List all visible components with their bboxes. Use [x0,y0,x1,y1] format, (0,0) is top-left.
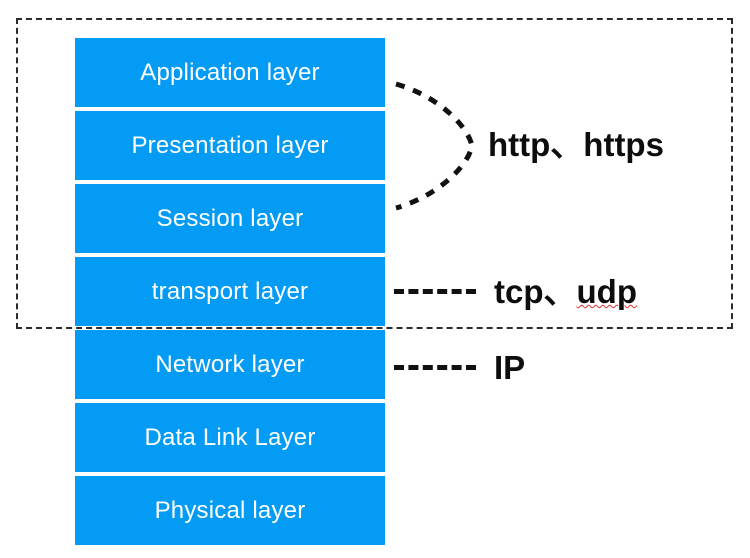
tcpip-scope-box [16,18,733,329]
layer-label-presentation: Presentation layer [131,131,329,159]
layer-bar-network[interactable]: Network layer [75,330,385,399]
leader-line-ip-icon [394,365,476,370]
layer-bar-presentation[interactable]: Presentation layer [75,111,385,180]
layer-label-network: Network layer [155,350,305,378]
layer-bar-datalink[interactable]: Data Link Layer [75,403,385,472]
leader-line-tcp-icon [394,289,476,294]
annotation-tcp-label: tcp、udp [494,273,637,310]
osi-layer-stack: Application layer Presentation layer Ses… [75,38,385,549]
layer-label-application: Application layer [140,58,320,86]
layer-bar-application[interactable]: Application layer [75,38,385,107]
layer-label-transport: transport layer [151,277,309,305]
layer-label-session: Session layer [156,204,304,232]
annotation-ip-label: IP [494,349,526,386]
layer-label-physical: Physical layer [154,496,306,524]
annotation-http: http、https [488,128,664,161]
annotation-tcp: tcp、udp [394,275,637,308]
annotation-http-label: http、https [488,126,664,163]
layer-bar-transport[interactable]: transport layer [75,257,385,326]
misspelled-udp: udp [576,273,637,310]
annotation-ip: IP [394,351,525,384]
layer-label-datalink: Data Link Layer [144,423,316,451]
layer-bar-session[interactable]: Session layer [75,184,385,253]
layer-bar-physical[interactable]: Physical layer [75,476,385,545]
